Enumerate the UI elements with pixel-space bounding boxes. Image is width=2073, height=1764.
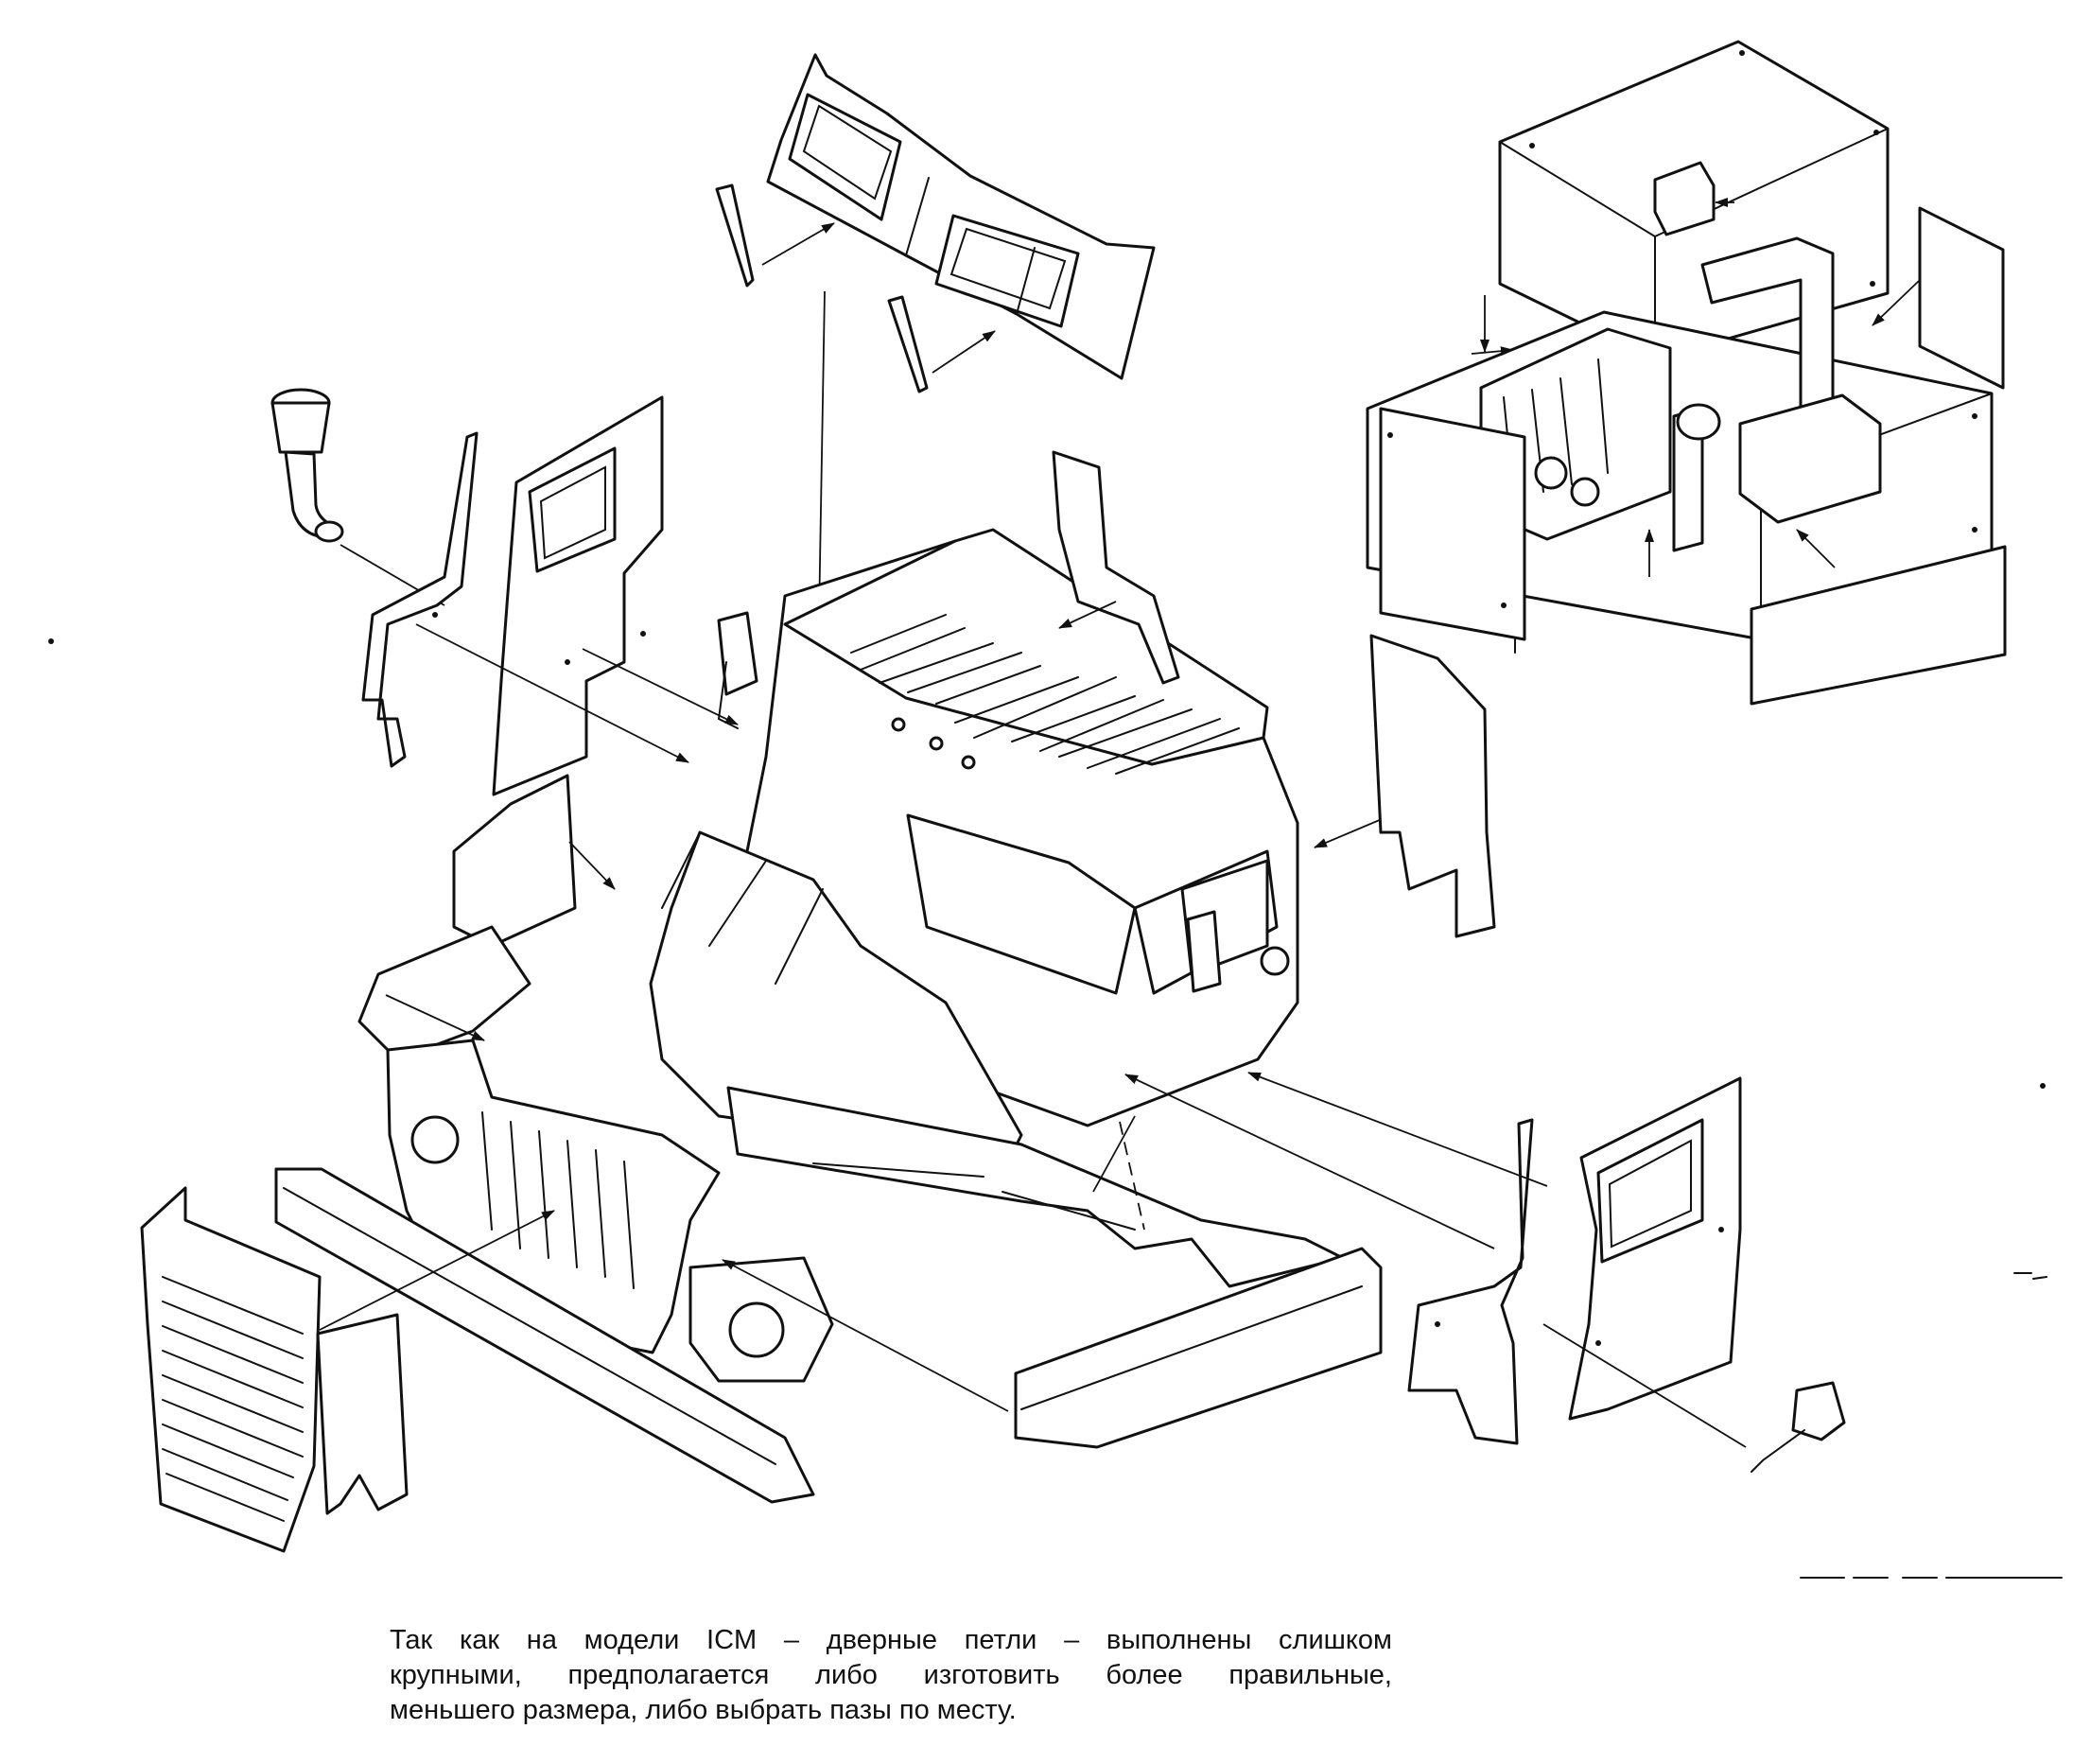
right-mirror: [1751, 1381, 1846, 1473]
caption-line-2: крупными, предполагается либо изготовить…: [390, 1660, 1392, 1690]
cab-body: [745, 528, 1299, 1127]
windshield-frame: [766, 53, 1156, 380]
rear-cab-corner-panel: [1052, 450, 1180, 685]
radiator-core: [140, 1186, 409, 1553]
left-a-pillar-trim: [361, 431, 479, 768]
right-headlight-housing: [688, 1256, 834, 1383]
wiper-blades: [715, 183, 929, 393]
left-door-panel: [492, 395, 664, 796]
right-door-panel: [1568, 1076, 1742, 1421]
air-intake-snorkel: [270, 388, 344, 543]
right-a-pillar-trim: [1407, 1118, 1534, 1445]
caption-text: Так как на модели ICM – дверные петли – …: [390, 1623, 1392, 1728]
cab-floor: [726, 1086, 1345, 1288]
cab-rear-module: [1366, 40, 2007, 706]
left-fender-inner: [357, 774, 577, 1061]
lower-side-skirt: [1014, 1247, 1383, 1449]
right-door-rear-trim: [1369, 634, 1496, 938]
left-mirror: [717, 611, 758, 729]
caption-line-1: Так как на модели ICM – дверные петли – …: [390, 1625, 1392, 1655]
caption-line-3: меньшего размера, либо выбрать пазы по м…: [390, 1695, 1017, 1725]
front-bumper: [274, 1167, 815, 1504]
